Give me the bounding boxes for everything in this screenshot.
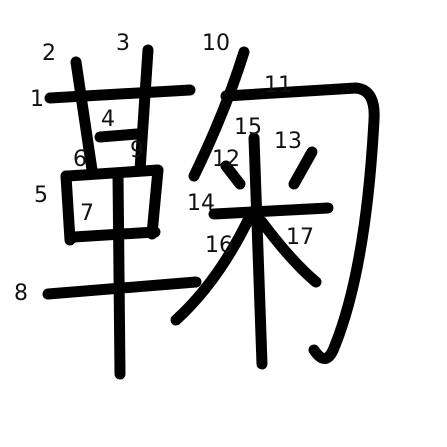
stroke-number-5: 5 xyxy=(34,183,48,208)
stroke-number-12: 12 xyxy=(212,147,240,172)
stroke-13 xyxy=(288,146,318,190)
stroke-number-1: 1 xyxy=(30,87,44,112)
stroke-1 xyxy=(44,84,196,104)
stroke-12 xyxy=(220,160,246,190)
stroke-9 xyxy=(112,168,126,380)
stroke-number-11: 11 xyxy=(264,73,292,98)
stroke-number-14: 14 xyxy=(187,191,215,216)
stroke-5 xyxy=(60,170,76,246)
stroke-number-10: 10 xyxy=(202,31,230,56)
stroke-2 xyxy=(70,56,98,176)
stroke-16 xyxy=(170,206,258,326)
stroke-number-15: 15 xyxy=(234,115,262,140)
stroke-14 xyxy=(208,202,334,220)
stroke-number-7: 7 xyxy=(80,201,94,226)
stroke-6 xyxy=(62,164,164,240)
stroke-4 xyxy=(94,128,143,143)
stroke-number-16: 16 xyxy=(205,233,233,258)
stroke-10 xyxy=(188,46,250,182)
stroke-number-3: 3 xyxy=(116,31,130,56)
stroke-number-6: 6 xyxy=(73,147,87,172)
stroke-number-9: 9 xyxy=(130,138,144,163)
stroke-number-2: 2 xyxy=(42,41,56,66)
stroke-3 xyxy=(134,44,154,176)
stroke-number-17: 17 xyxy=(286,225,314,250)
stroke-number-8: 8 xyxy=(14,281,28,306)
stroke-number-13: 13 xyxy=(274,129,302,154)
stroke-15 xyxy=(248,132,268,370)
stroke-number-4: 4 xyxy=(101,107,115,132)
stroke-17 xyxy=(256,216,322,288)
stroke-11 xyxy=(220,82,380,364)
